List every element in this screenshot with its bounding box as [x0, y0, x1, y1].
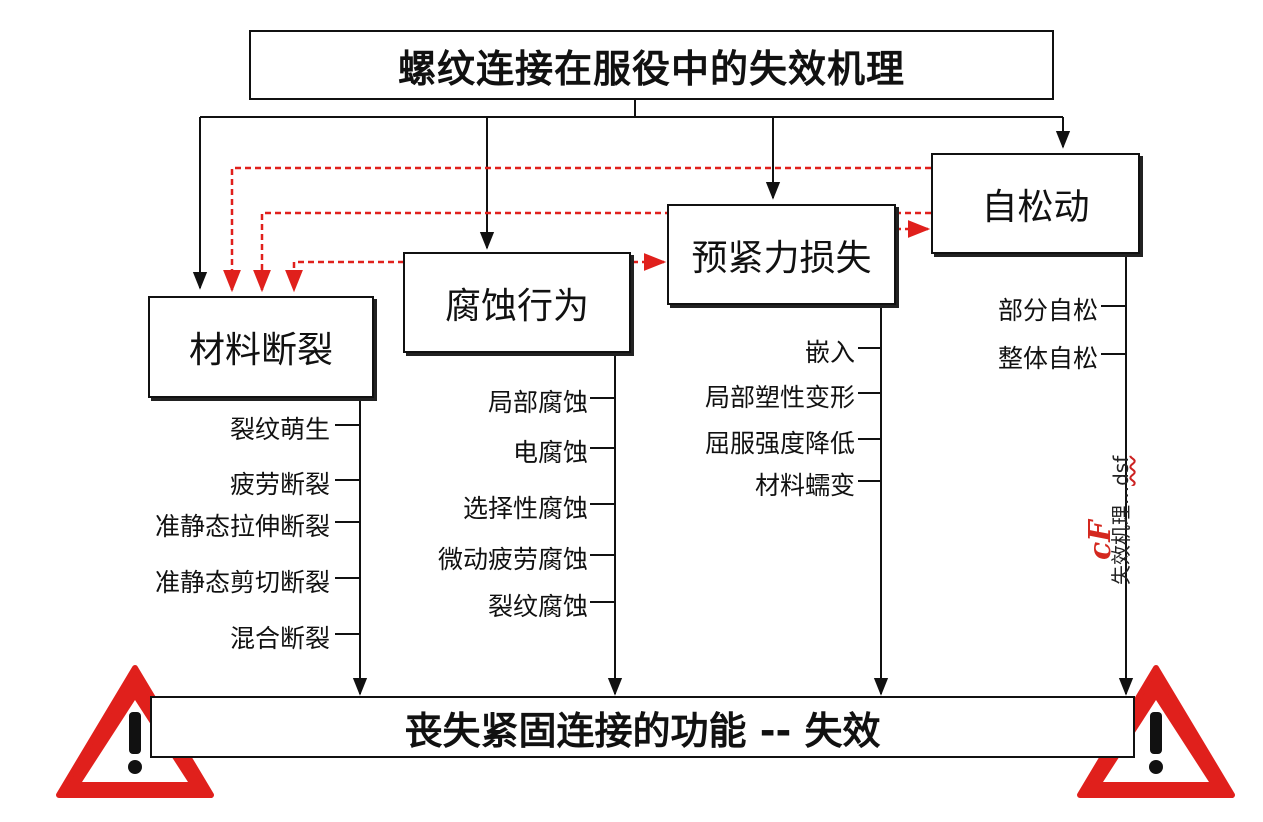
title-to-categories-connectors [192, 100, 1071, 290]
category-fracture: 材料断裂 [148, 296, 374, 398]
corrosion-item: 电腐蚀 [512, 438, 588, 467]
corrosion-item: 微动疲劳腐蚀 [437, 545, 588, 574]
failure-result-box: 丧失紧固连接的功能 -- 失效 [150, 696, 1135, 758]
diagram-title-text: 螺纹连接在服役中的失效机理 [397, 46, 905, 91]
fracture-item: 准静态拉伸断裂 [154, 512, 330, 541]
output-branch-lines [335, 254, 1134, 696]
category-fracture-label: 材料断裂 [188, 330, 333, 371]
fracture-item: 准静态剪切断裂 [154, 568, 330, 597]
corrosion-item: 裂纹腐蚀 [487, 592, 588, 621]
preload-item: 嵌入 [804, 338, 855, 367]
preload-item: 局部塑性变形 [704, 383, 855, 412]
fracture-item: 裂纹萌生 [229, 415, 330, 444]
diagram-title: 螺纹连接在服役中的失效机理 [249, 30, 1054, 100]
watermark-extension: dsf [1109, 455, 1133, 486]
logo-icon: cF [1083, 520, 1118, 560]
category-preload: 预紧力损失 [667, 204, 896, 305]
preload-item: 材料蠕变 [754, 471, 855, 500]
failure-result-label: 丧失紧固连接的功能 -- 失效 [404, 708, 881, 753]
fracture-item: 疲劳断裂 [229, 470, 330, 499]
corrosion-item: 局部腐蚀 [487, 388, 588, 417]
fracture-item: 混合断裂 [229, 624, 330, 653]
preload-item: 屈服强度降低 [704, 429, 855, 458]
loosening-item: 整体自松 [997, 344, 1098, 373]
loosening-item: 部分自松 [997, 296, 1098, 325]
category-loosening-label: 自松动 [981, 186, 1090, 228]
corrosion-item: 选择性腐蚀 [462, 494, 588, 523]
category-corrosion-label: 腐蚀行为 [444, 285, 589, 327]
category-corrosion: 腐蚀行为 [403, 252, 631, 353]
category-preload-label: 预紧力损失 [691, 237, 872, 279]
category-loosening: 自松动 [931, 153, 1140, 254]
